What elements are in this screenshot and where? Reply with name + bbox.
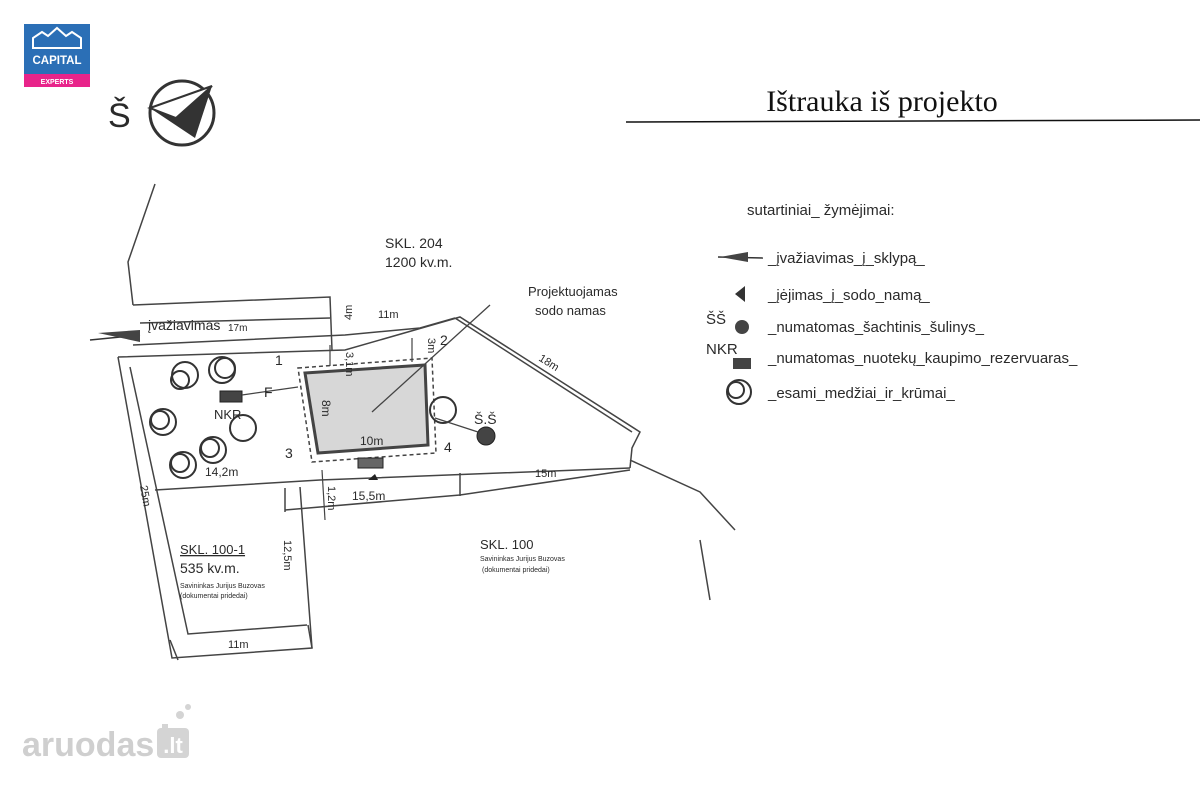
plan-labels: SKL. 204 1200 kv.m. įvažiavimas 17m 4m 1… xyxy=(137,235,618,651)
legend-well-icon xyxy=(735,320,749,334)
ss-plan-label: Š.Š xyxy=(474,411,497,427)
dim-25m: 25m xyxy=(137,484,153,507)
house-label-2: sodo namas xyxy=(535,303,606,318)
dim-18m: 18m xyxy=(536,352,561,374)
skl204-name: SKL. 204 xyxy=(385,235,443,251)
entry-label: įvažiavimas xyxy=(148,317,220,333)
nkr-plan-label: NKR xyxy=(214,407,241,422)
watermark-suffix: .lt xyxy=(163,733,183,758)
legend-ss-prefix: ŠŠ xyxy=(706,311,726,328)
entry-arrow xyxy=(89,330,141,342)
dim-11m-bottom: 11m xyxy=(228,639,249,651)
legend-item-well: _numatomas_šachtinis_šulinys_ xyxy=(767,319,985,336)
trees-group xyxy=(149,356,457,479)
corner-4: 4 xyxy=(444,439,452,455)
skl100-docs: (dokumentai pridedai) xyxy=(482,567,550,574)
house-label-1: Projektuojamas xyxy=(528,284,618,299)
skl100-1-docs: (dokumentai pridedai) xyxy=(180,593,248,600)
site-plan-lines xyxy=(117,183,736,661)
skl100-1-owner: Savininkas Jurijus Buzovas xyxy=(180,583,265,590)
north-arrow-compass: Š xyxy=(108,79,216,147)
dim-12-5m: 12,5m xyxy=(281,540,293,571)
corner-1: 1 xyxy=(275,352,283,368)
page-title: Ištrauka iš projekto xyxy=(766,85,998,118)
skl100-1-area: 535 kv.m. xyxy=(180,560,240,576)
legend-tree-icon xyxy=(726,379,752,405)
aruodas-watermark: aruodas .lt xyxy=(22,704,191,764)
legend-item-tank: _numatomas_nuotekų_kaupimo_rezervuaras_ xyxy=(767,350,1078,367)
legend-item-trees: _esami_medžiai_ir_krūmai_ xyxy=(767,385,955,402)
dim-10m: 10m xyxy=(360,434,383,448)
legend-nkr-prefix: NKR xyxy=(706,341,738,358)
dim-1-2m: 1,2m xyxy=(325,486,337,510)
legend-entry-arrow-icon xyxy=(717,252,764,262)
dim-15-5m: 15,5m xyxy=(352,489,385,503)
dim-3m: 3m xyxy=(425,338,437,353)
legend: sutartiniai_ žymėjimai: _įvažiavimas_į_s… xyxy=(706,202,1078,405)
legend-door-icon xyxy=(735,286,745,302)
dim-15m: 15m xyxy=(535,468,556,480)
dim-17m: 17m xyxy=(228,323,247,334)
skl204-area: 1200 kv.m. xyxy=(385,254,452,270)
skl100-1-name: SKL. 100-1 xyxy=(180,542,245,557)
corner-2: 2 xyxy=(440,332,448,348)
corner-3: 3 xyxy=(285,445,293,461)
skl100-owner: Savininkas Jurijus Buzovas xyxy=(480,556,565,563)
dim-3-1m: 3,1m xyxy=(343,352,355,376)
nkr-tank xyxy=(219,386,299,403)
f-label: F xyxy=(264,384,273,400)
dim-11m-top: 11m xyxy=(378,309,399,321)
legend-heading: sutartiniai_ žymėjimai: xyxy=(747,202,895,219)
watermark-text: aruodas xyxy=(22,726,154,764)
legend-item-door: _įėjimas_į_sodo_namą_ xyxy=(767,287,930,304)
capital-experts-logo: CAPITAL EXPERTS xyxy=(24,24,90,87)
dim-4m: 4m xyxy=(343,305,355,320)
legend-item-entry: _įvažiavimas_į_sklypą_ xyxy=(767,250,925,267)
compass-letter: Š xyxy=(108,97,131,135)
dim-8m: 8m xyxy=(319,400,333,417)
skl100-name: SKL. 100 xyxy=(480,537,534,552)
ss-well xyxy=(434,417,496,446)
logo-line2: EXPERTS xyxy=(41,79,74,86)
logo-line1: CAPITAL xyxy=(33,55,82,67)
dim-14-2m: 14,2m xyxy=(205,465,238,479)
house-footprint xyxy=(297,304,491,521)
title-underline xyxy=(625,119,1200,123)
legend-tank-icon xyxy=(733,358,751,369)
